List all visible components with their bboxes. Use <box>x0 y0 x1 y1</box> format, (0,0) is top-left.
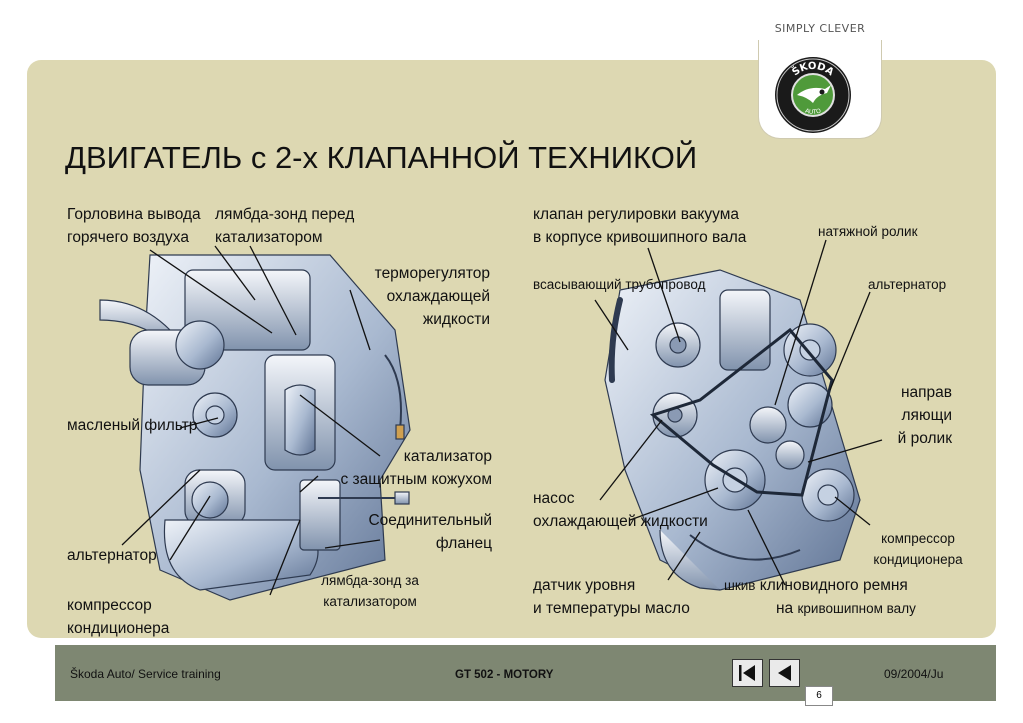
footer-left-text: Škoda Auto/ Service training <box>70 667 221 681</box>
svg-text:ŠKODA: ŠKODA <box>789 61 835 79</box>
tagline: SIMPLY CLEVER <box>774 22 866 35</box>
label-alternator-right: альтернатор <box>868 277 947 292</box>
skoda-logo-icon: ŠKODA AUTO <box>775 57 851 133</box>
first-page-icon <box>739 665 755 681</box>
label-intake: всасывающий трубопровод <box>533 277 706 292</box>
label-pulley: шкив клиновидного ремня на кривошипном в… <box>724 577 916 617</box>
page-title: ДВИГАТЕЛЬ с 2-х КЛАПАННОЙ ТЕХНИКОЙ <box>65 140 698 175</box>
label-alternator-left: альтернатор <box>67 547 157 564</box>
previous-page-button[interactable] <box>769 659 800 687</box>
footer-bar <box>55 645 996 701</box>
label-tensioner: натяжной ролик <box>818 224 918 239</box>
first-page-button[interactable] <box>732 659 763 687</box>
footer-date: 09/2004/Ju <box>884 667 944 681</box>
previous-arrow-icon <box>778 665 791 681</box>
svg-text:AUTO: AUTO <box>804 107 822 116</box>
footer-course-code: GT 502 - MOTORY <box>455 669 554 681</box>
page-number: 6 <box>805 686 833 706</box>
label-oil-filter: масленый фильтр <box>67 417 198 434</box>
engine-right-illustration <box>604 269 861 591</box>
